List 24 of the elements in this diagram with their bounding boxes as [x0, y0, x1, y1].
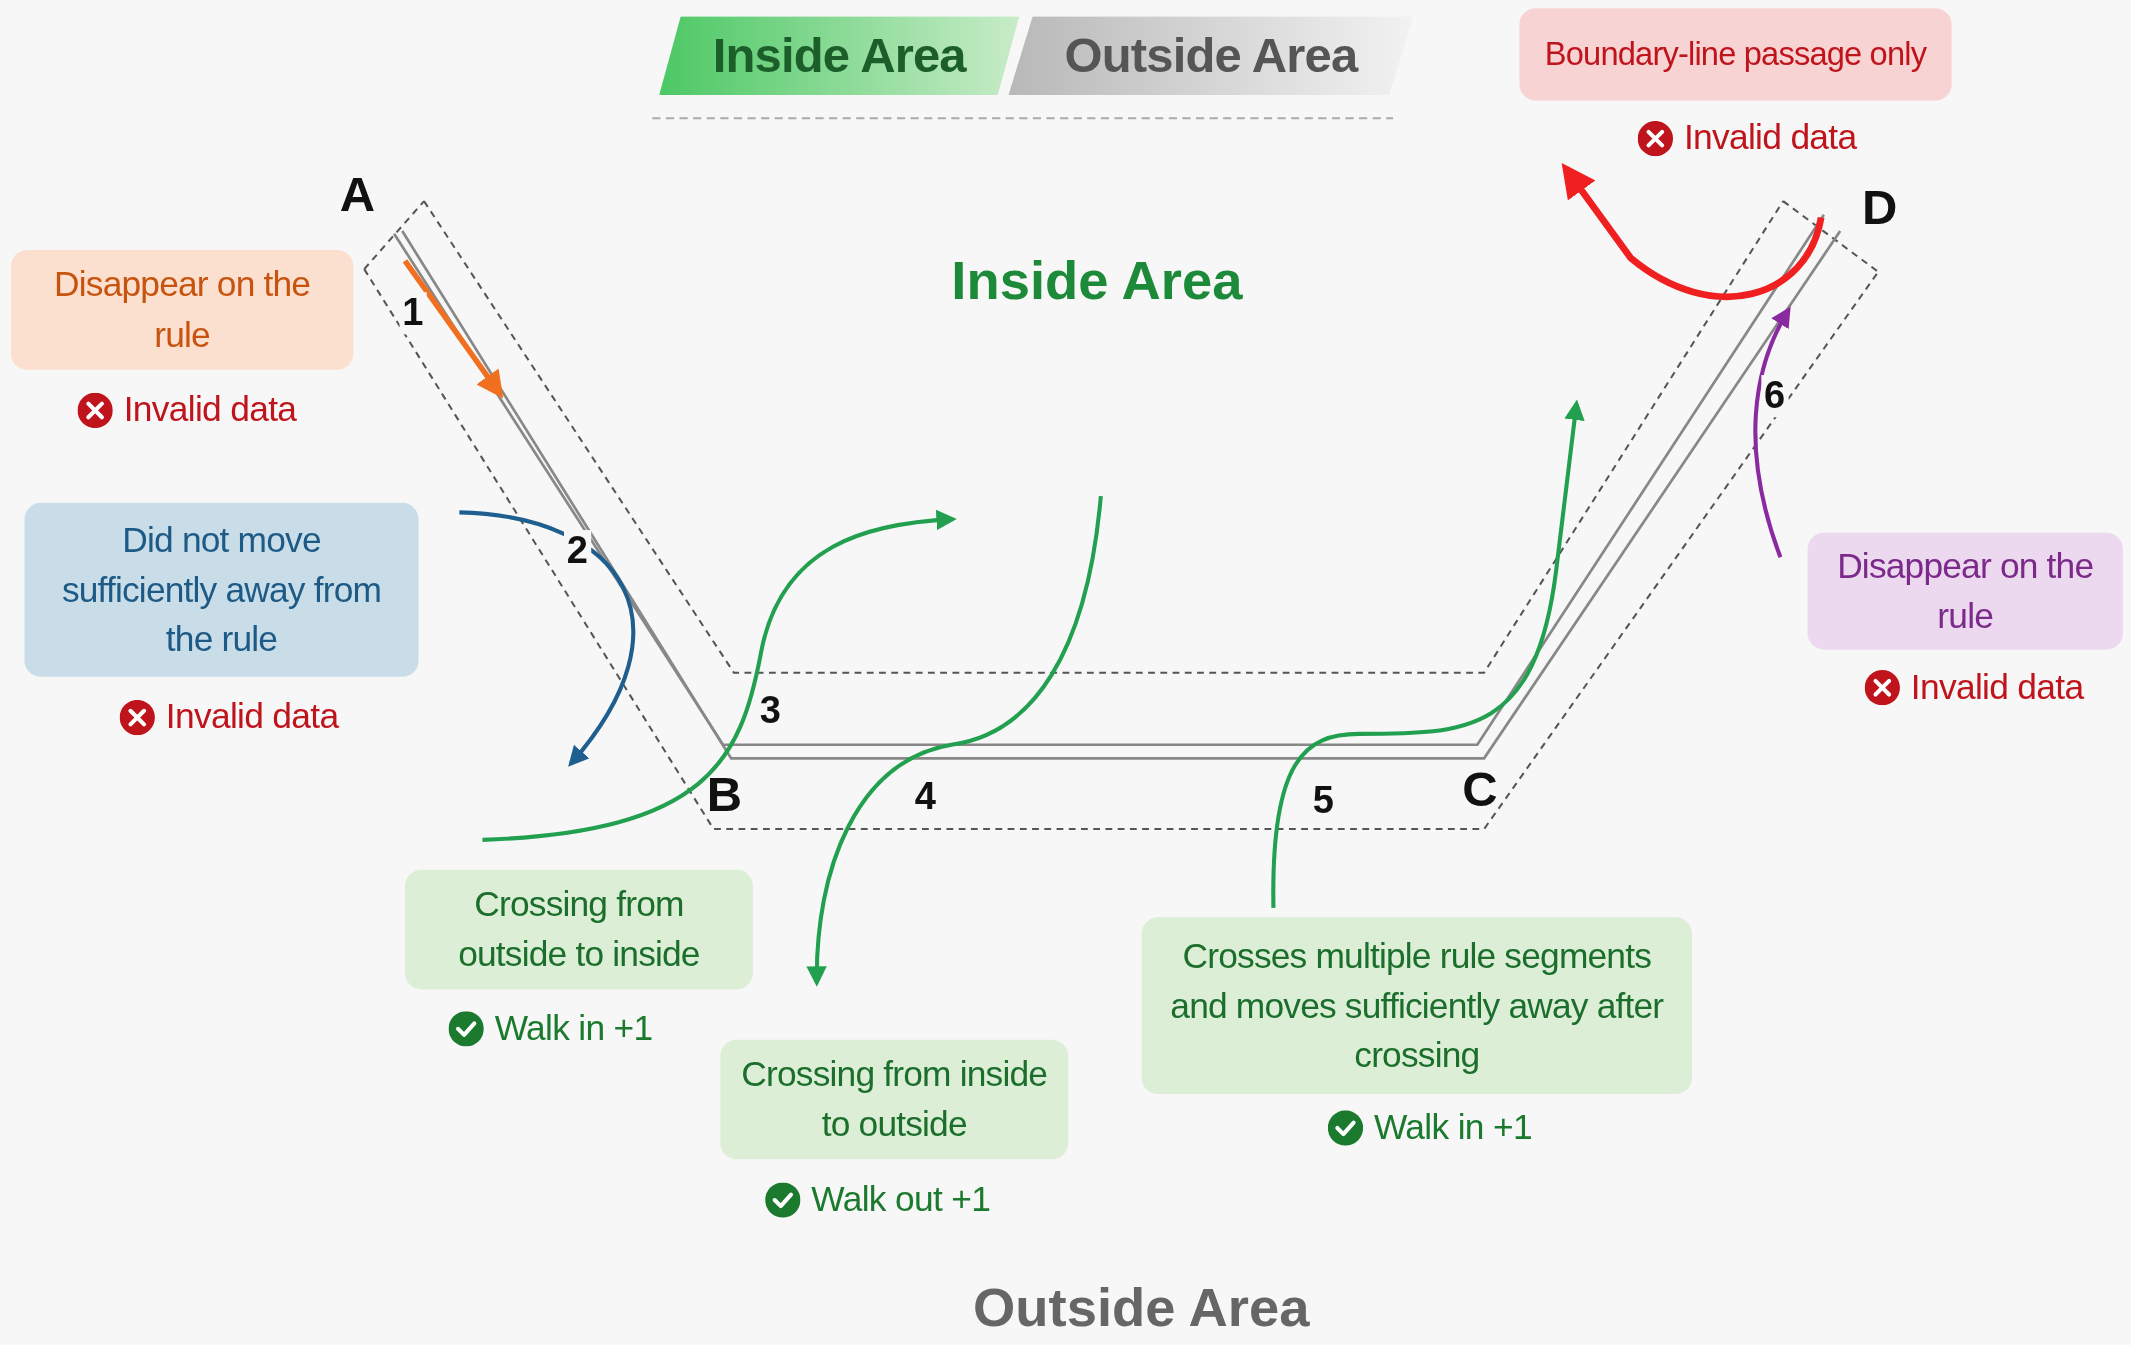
segment-number: 6: [1761, 375, 1788, 417]
area-label: Inside Area: [951, 250, 1243, 312]
note-card: Crosses multiple rule segments and moves sufficiently away after crossing: [1141, 917, 1693, 1095]
status-text: Invalid data: [1910, 665, 2084, 709]
area-label: Outside Area: [973, 1277, 1310, 1339]
status-text: Walk out +1: [811, 1178, 991, 1221]
note-card: Crossing from inside to outside: [720, 1039, 1069, 1160]
area-tab: Inside Area: [659, 16, 1020, 96]
status-text: Invalid data: [1683, 116, 1857, 159]
segment-number: 1: [399, 292, 427, 335]
note-card: Crossing from outside to inside: [405, 869, 753, 990]
status-text: Invalid data: [123, 388, 297, 431]
point-letter: A: [339, 165, 376, 223]
status-text: Invalid data: [165, 695, 339, 738]
point-letter: C: [1462, 761, 1498, 819]
status-text: Walk in +1: [1374, 1106, 1532, 1149]
area-tab: Outside Area: [1008, 16, 1414, 96]
note-card: Did not move sufficiently away from the rule: [24, 502, 419, 677]
point-letter: B: [706, 766, 743, 824]
note-card: Disappear on the rule: [10, 250, 354, 370]
status-text: Walk in +1: [494, 1007, 653, 1050]
note-card: Disappear on the rule: [1807, 532, 2123, 650]
note-card: Boundary-line passage only: [1519, 8, 1952, 101]
point-letter: D: [1861, 179, 1898, 237]
